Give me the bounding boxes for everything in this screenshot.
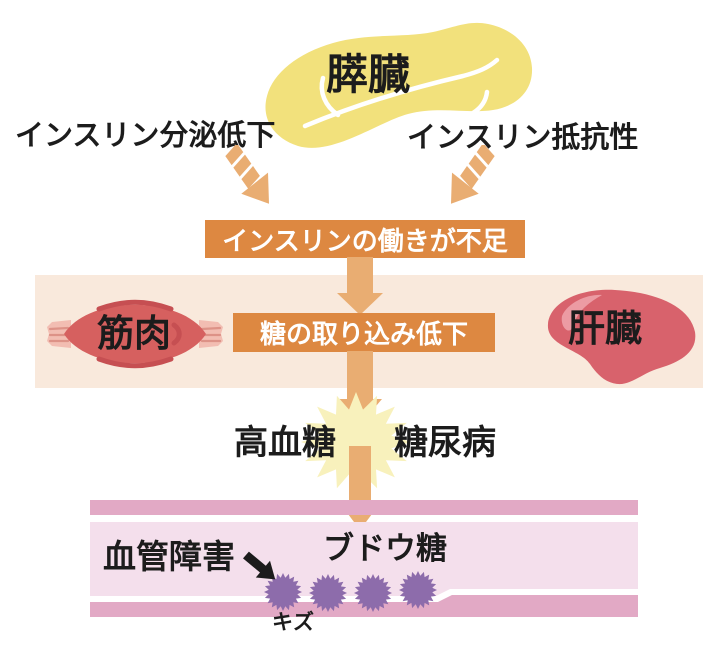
muscle-label: 筋肉 — [97, 313, 171, 354]
arrow-right-diagonal-icon — [450, 145, 495, 204]
diabetes-label: 糖尿病 — [394, 424, 496, 462]
arrow-left-diagonal-icon — [225, 145, 270, 204]
insulin-shortage-banner: インスリンの働きが不足 — [205, 220, 525, 258]
wound-label: キズ — [272, 611, 314, 634]
liver-label: 肝臓 — [568, 308, 642, 349]
glucose-label: ブドウ糖 — [323, 531, 447, 566]
glucose-uptake-banner: 糖の取り込み低下 — [233, 313, 495, 352]
cause-insulin-secretion-label: インスリン分泌低下 — [15, 120, 276, 152]
pancreas-icon — [265, 22, 533, 148]
hyperglycemia-label: 高血糖 — [234, 424, 336, 462]
arrow-down-1-icon — [337, 257, 383, 315]
cause-insulin-resistance-label: インスリン抵抗性 — [407, 122, 639, 154]
pancreas-label: 膵臓 — [325, 51, 410, 98]
vessel-damage-label: 血管障害 — [103, 538, 235, 575]
muscle-icon — [47, 299, 223, 369]
damage-pointer-arrow-icon — [243, 551, 276, 580]
liver-icon — [547, 289, 696, 385]
starburst-icon — [301, 392, 411, 492]
